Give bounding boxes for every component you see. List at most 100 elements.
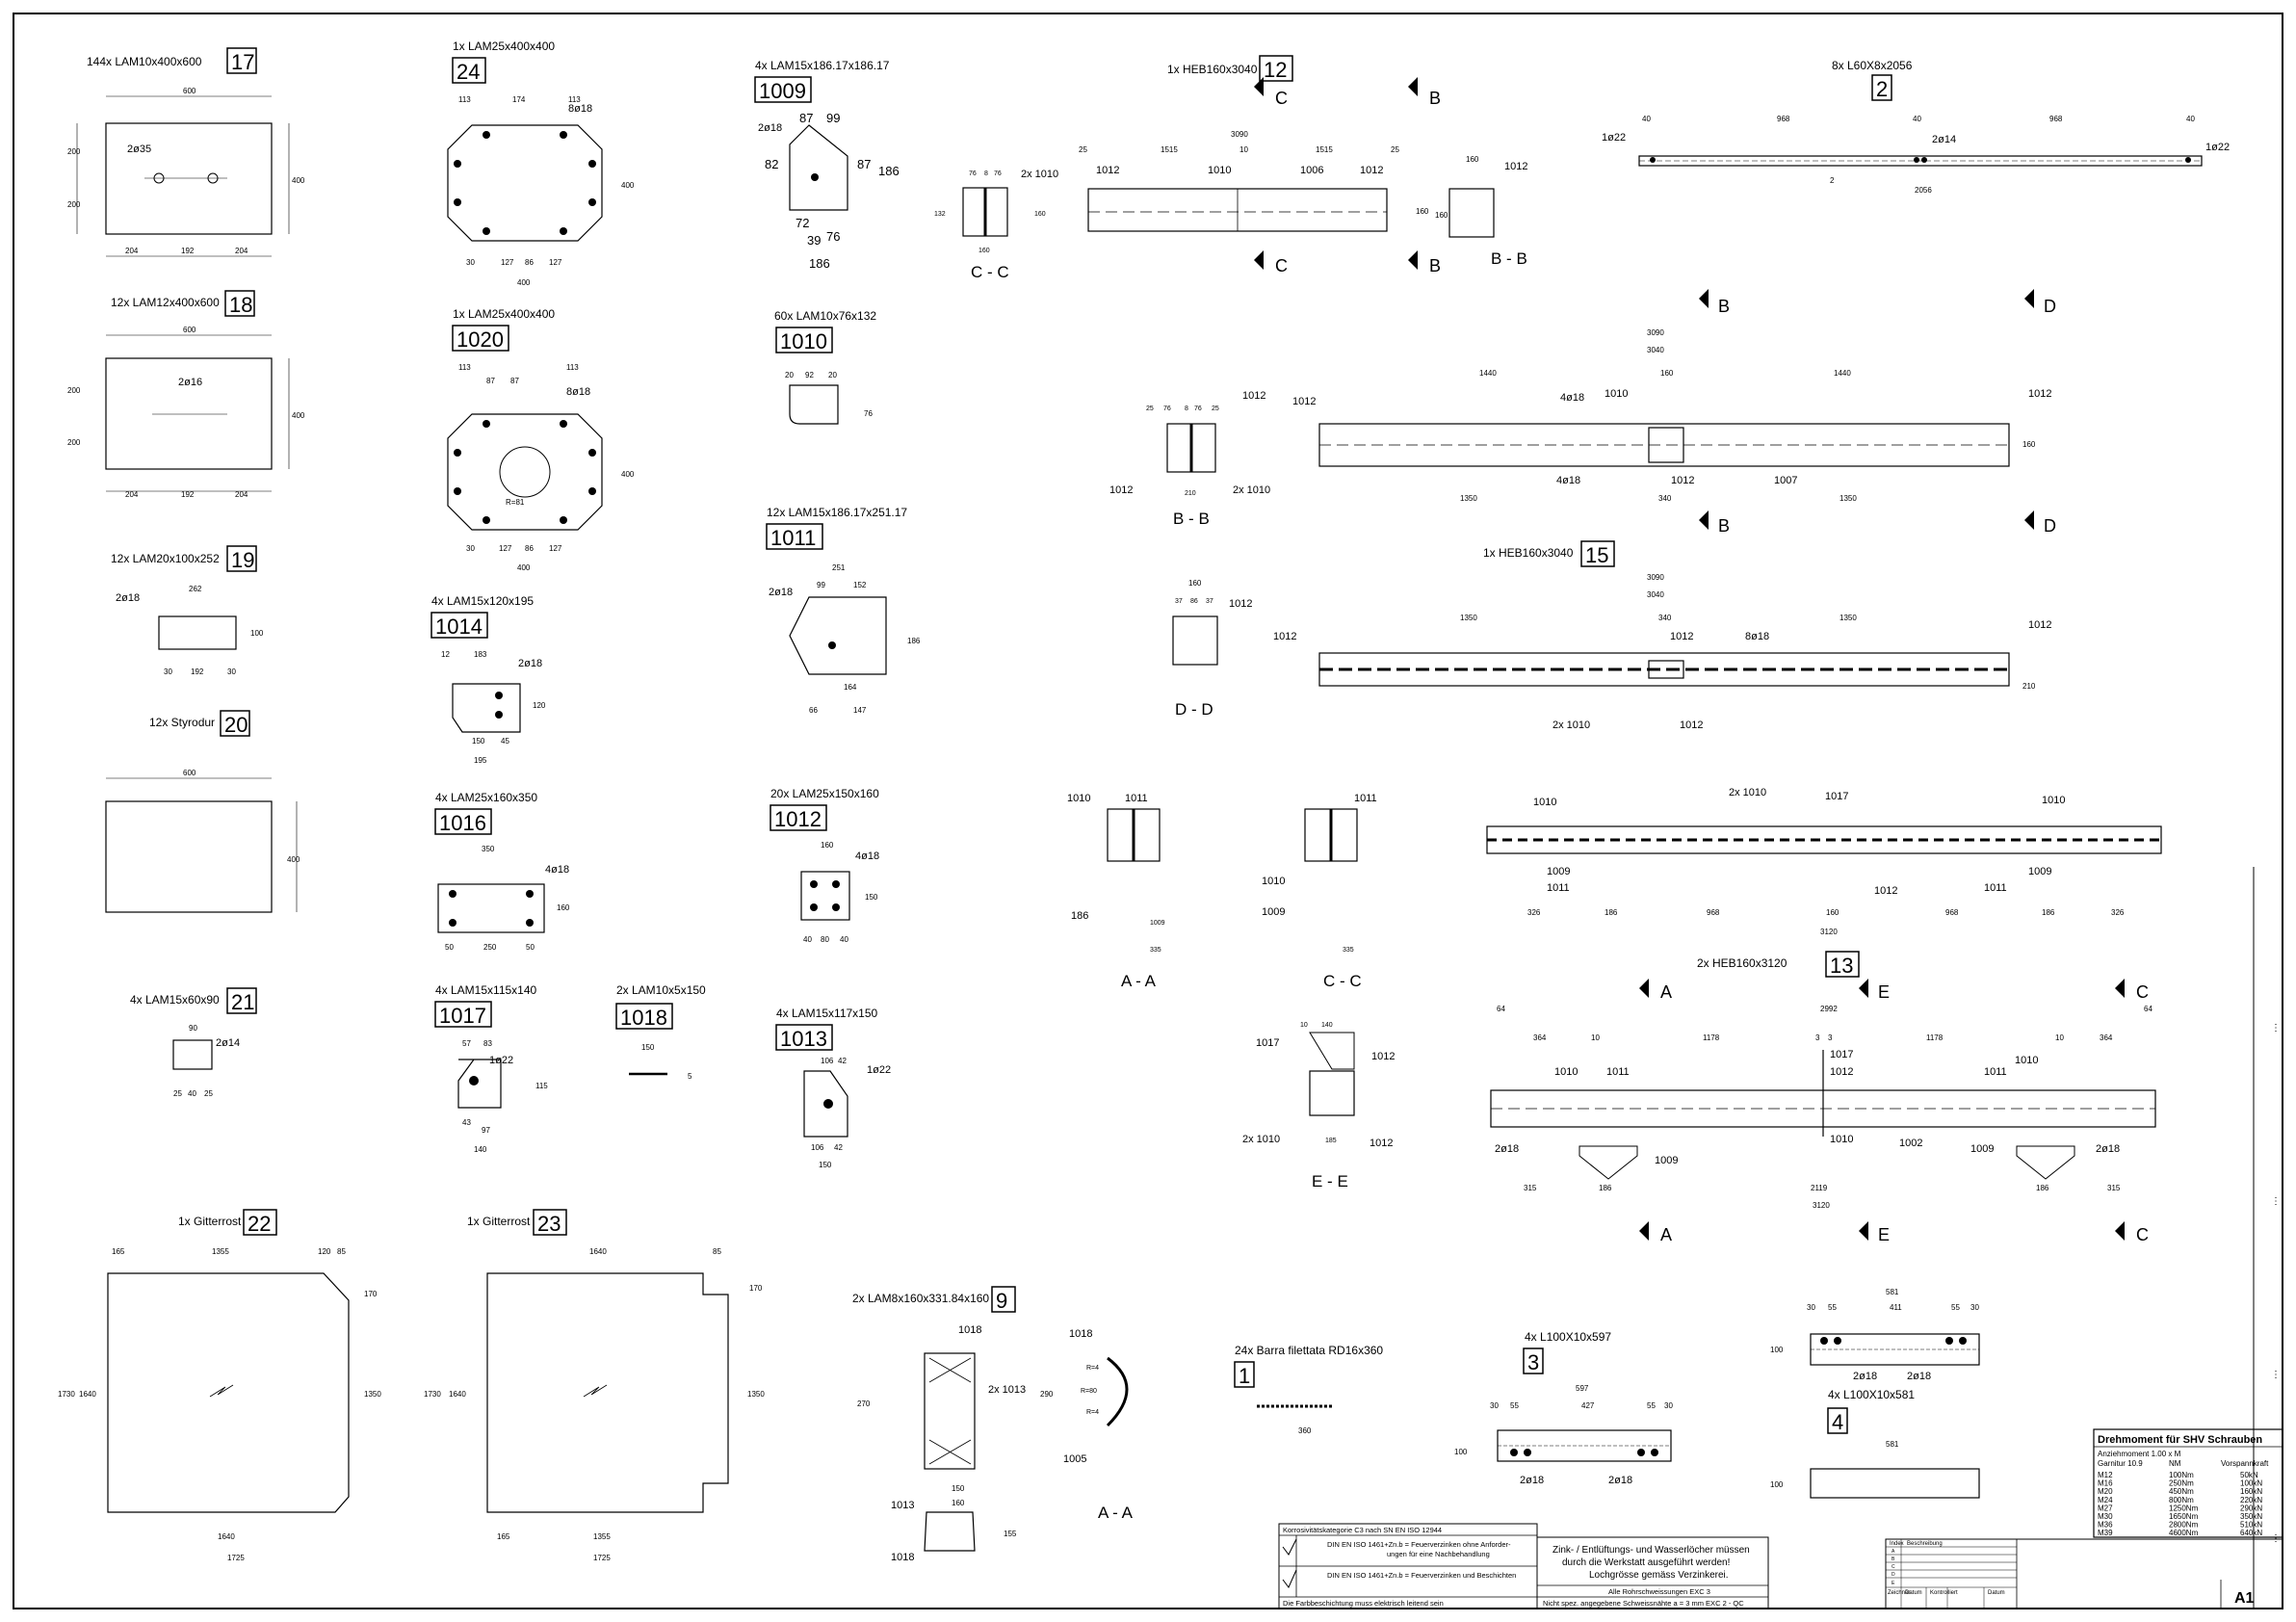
- svg-text:30: 30: [1490, 1401, 1499, 1410]
- svg-text:25: 25: [1079, 145, 1087, 154]
- svg-text:50: 50: [445, 943, 454, 952]
- svg-text:R=4: R=4: [1086, 1409, 1099, 1416]
- svg-text:1011: 1011: [770, 526, 816, 550]
- svg-text:12x LAM20x100x252: 12x LAM20x100x252: [111, 552, 220, 565]
- section-cut-markers: C B C B B D B D A E C A E C: [1254, 77, 2149, 1244]
- svg-text:⋮: ⋮: [2271, 1196, 2281, 1207]
- svg-text:⋮: ⋮: [2271, 1370, 2281, 1380]
- cut-marker-b-bb-bottom: B: [1699, 510, 1730, 536]
- svg-text:1011: 1011: [1606, 1066, 1630, 1078]
- svg-text:1011: 1011: [1984, 882, 2007, 894]
- svg-text:186: 186: [2042, 908, 2055, 917]
- svg-text:C: C: [1275, 89, 1288, 108]
- svg-text:1012: 1012: [1371, 1051, 1395, 1062]
- torque-cell: 450Nm: [2169, 1487, 2194, 1496]
- svg-text:12: 12: [441, 650, 450, 659]
- svg-text:1017: 1017: [1830, 1049, 1853, 1060]
- svg-text:1178: 1178: [1703, 1033, 1720, 1042]
- svg-text:4ø18: 4ø18: [545, 864, 569, 876]
- svg-text:1725: 1725: [227, 1554, 245, 1562]
- part-17-number: 17: [231, 50, 254, 74]
- svg-text:1012: 1012: [1096, 165, 1119, 176]
- svg-text:160: 160: [1188, 579, 1202, 588]
- svg-text:140: 140: [1321, 1022, 1333, 1029]
- svg-text:100: 100: [250, 629, 264, 638]
- svg-text:1012: 1012: [1242, 390, 1265, 402]
- svg-text:1730: 1730: [58, 1390, 75, 1399]
- svg-text:2ø18: 2ø18: [518, 658, 542, 669]
- svg-text:D - D: D - D: [1175, 700, 1213, 719]
- svg-text:E: E: [1892, 1581, 1895, 1586]
- svg-text:D: D: [2044, 297, 2056, 316]
- svg-text:83: 83: [483, 1039, 492, 1048]
- svg-text:1006: 1006: [1300, 165, 1323, 176]
- svg-text:76: 76: [826, 229, 840, 244]
- torque-cell: M30: [2098, 1512, 2113, 1521]
- beam-13-top-view: 1010 2x 1010 1017 1010 1009 1011 326 186…: [1486, 787, 2162, 936]
- svg-text:2x HEB160x3120: 2x HEB160x3120: [1697, 956, 1787, 970]
- svg-text:76: 76: [864, 409, 873, 418]
- title-block: Index Beschreibung A B C D E Zeichner Da…: [1885, 1538, 2283, 1609]
- svg-text:160: 160: [1466, 155, 1479, 164]
- torque-table-title: Drehmoment für SHV Schrauben: [2098, 1434, 2262, 1446]
- svg-text:E: E: [1878, 982, 1890, 1002]
- svg-text:1012: 1012: [1273, 631, 1296, 642]
- svg-text:DIN EN ISO 1461+Zn.b = Feuerve: DIN EN ISO 1461+Zn.b = Feuerverzinken oh…: [1327, 1540, 1511, 1549]
- svg-text:1012: 1012: [1292, 396, 1316, 407]
- svg-text:427: 427: [1581, 1401, 1595, 1410]
- svg-text:55: 55: [1951, 1303, 1960, 1312]
- svg-text:1725: 1725: [593, 1554, 611, 1562]
- svg-text:204: 204: [235, 247, 248, 255]
- svg-text:1440: 1440: [1834, 369, 1851, 378]
- svg-text:1350: 1350: [747, 1390, 765, 1399]
- torque-cell: 100Nm: [2169, 1471, 2194, 1479]
- svg-text:A: A: [1660, 1225, 1672, 1244]
- svg-text:186: 186: [878, 164, 900, 178]
- svg-text:8: 8: [1185, 406, 1188, 412]
- svg-text:1355: 1355: [593, 1532, 611, 1541]
- svg-text:90: 90: [189, 1024, 197, 1033]
- svg-text:4x LAM25x160x350: 4x LAM25x160x350: [435, 791, 537, 804]
- svg-text:1018: 1018: [958, 1324, 981, 1336]
- section-a-a-9: 1018 R=4 R=80 R=4 1005 A - A: [1063, 1328, 1134, 1522]
- svg-text:21: 21: [231, 990, 254, 1014]
- svg-text:411: 411: [1890, 1303, 1902, 1312]
- svg-text:76: 76: [969, 170, 977, 177]
- svg-text:1012: 1012: [1874, 885, 1897, 897]
- cut-marker-a-13-bottom: A: [1639, 1221, 1672, 1244]
- part-2: 8x L60X8x2056 2 40 968 40 968 40 2056 1ø…: [1602, 59, 2230, 195]
- svg-text:315: 315: [1524, 1184, 1537, 1192]
- svg-text:Index: Index: [1890, 1541, 1904, 1547]
- svg-text:326: 326: [1527, 908, 1541, 917]
- svg-text:335: 335: [1343, 947, 1354, 954]
- svg-text:C - C: C - C: [1323, 972, 1362, 990]
- svg-text:A - A: A - A: [1098, 1504, 1134, 1522]
- svg-text:1ø22: 1ø22: [1602, 132, 1626, 144]
- svg-text:2992: 2992: [1820, 1005, 1838, 1013]
- torque-cell: M16: [2098, 1479, 2113, 1488]
- svg-text:40: 40: [803, 935, 812, 944]
- section-b-b-1: 160 1012 160 B - B: [1435, 155, 1527, 268]
- svg-text:1x LAM25x400x400: 1x LAM25x400x400: [453, 39, 555, 53]
- svg-text:1011: 1011: [1125, 793, 1148, 804]
- torque-cell: 510kN: [2240, 1521, 2262, 1530]
- svg-text:1730: 1730: [424, 1390, 441, 1399]
- svg-text:400: 400: [287, 855, 300, 864]
- svg-text:2119: 2119: [1811, 1184, 1828, 1192]
- svg-text:40: 40: [2186, 115, 2195, 123]
- svg-text:1640: 1640: [218, 1532, 235, 1541]
- svg-text:160: 160: [1034, 211, 1046, 218]
- svg-text:1x HEB160x3040: 1x HEB160x3040: [1483, 546, 1574, 560]
- svg-text:Vorspannkraft: Vorspannkraft: [2221, 1459, 2269, 1468]
- svg-text:42: 42: [834, 1143, 843, 1152]
- torque-cell: 1250Nm: [2169, 1504, 2199, 1512]
- section-c-c-1: 2x 1010 76 8 76 132 160 160 C - C: [934, 169, 1058, 281]
- svg-text:66: 66: [809, 706, 818, 715]
- svg-text:2ø18: 2ø18: [1520, 1475, 1544, 1486]
- svg-text:1012: 1012: [2028, 619, 2051, 631]
- svg-text:160: 160: [1435, 211, 1448, 220]
- svg-text:1011: 1011: [1984, 1066, 2007, 1078]
- svg-text:10: 10: [1591, 1033, 1600, 1042]
- svg-text:E - E: E - E: [1312, 1172, 1348, 1190]
- svg-text:147: 147: [853, 706, 867, 715]
